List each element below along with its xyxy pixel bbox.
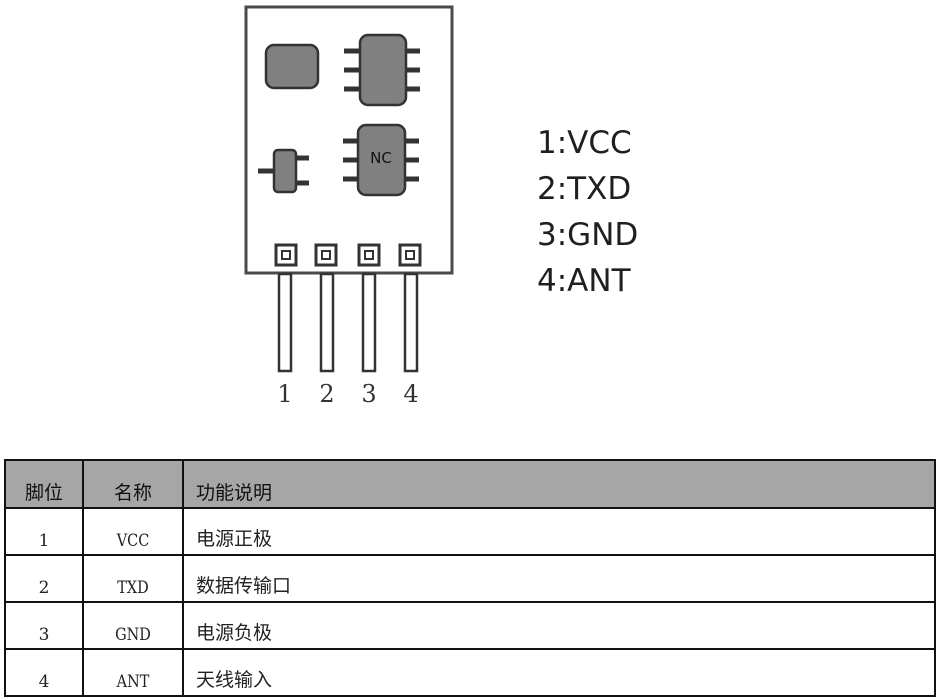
nc-label: NC [370,149,392,167]
cell-name: VCC [89,507,177,556]
cell-name: TXD [89,554,177,603]
cell-function: 数据传输口 [182,554,936,603]
pin-number-2: 2 [319,380,334,408]
pin-lead-4 [403,272,419,373]
pin-number-4: 4 [403,380,418,408]
pin-leads [277,272,419,373]
pin-pads [274,243,422,267]
pin-legend-item: 2:TXD [537,171,632,207]
pin-legend-item: 3:GND [537,217,639,253]
pin-legend-item: 1:VCC [537,125,632,161]
component-crystal [264,43,320,90]
cell-pin: 2 [4,554,84,603]
pin-lead-1 [277,272,293,373]
pin-lead-3 [361,272,377,373]
cell-function: 电源负极 [182,601,936,650]
component-ic-top [344,33,420,107]
column-header-name: 名称 [82,459,184,509]
cell-name: ANT [89,648,177,697]
cell-pin: 3 [4,601,84,650]
component-transistor [258,148,309,194]
component-ic-nc: NC [343,123,419,197]
table-row: 3 GND 电源负极 [4,601,936,650]
pin-legend-item: 4:ANT [537,263,631,299]
pin-number-3: 3 [361,380,376,408]
cell-pin: 1 [4,507,84,556]
cell-function: 电源正极 [182,507,936,556]
table-row: 4 ANT 天线输入 [4,648,936,697]
cell-pin: 4 [4,648,84,697]
table-row: 2 TXD 数据传输口 [4,554,936,603]
module-diagram: NC 1 2 3 4 [244,5,454,408]
column-header-pin: 脚位 [4,459,84,509]
table-header-row: 脚位 名称 功能说明 [4,459,936,509]
cell-name: GND [89,601,177,650]
table-row: 1 VCC 电源正极 [4,507,936,556]
pin-function-table: 脚位 名称 功能说明 1 VCC 电源正极 2 TXD 数据传输口 3 GND … [4,459,936,697]
column-header-function: 功能说明 [182,459,936,509]
pin-lead-2 [319,272,335,373]
cell-function: 天线输入 [182,648,936,697]
pin-number-1: 1 [277,380,292,408]
pin-legend: 1:VCC 2:TXD 3:GND 4:ANT [537,120,638,304]
